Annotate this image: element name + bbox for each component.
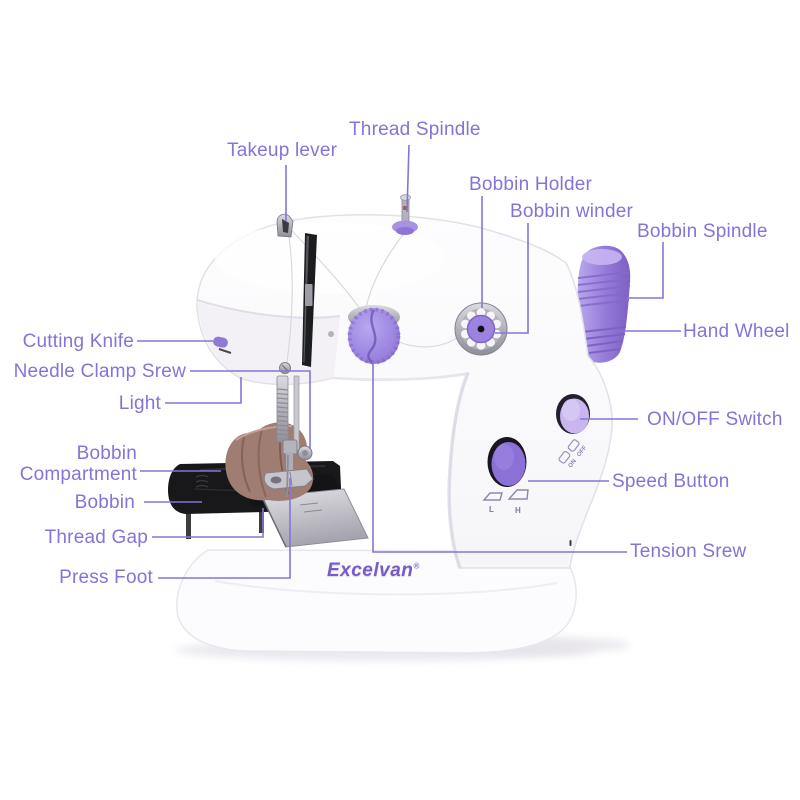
screw-slot [281, 364, 289, 372]
low-speed-marking: L [489, 505, 494, 514]
part-label-light: Light [118, 393, 161, 414]
part-label-on-off-switch: ON/OFF Switch [647, 409, 783, 430]
grip-lines [195, 474, 209, 488]
brand-logo-text: Excelvan [327, 560, 414, 581]
arm-underside-shade [332, 372, 467, 381]
clamp-block [282, 439, 298, 455]
leader-lines [137, 144, 681, 579]
part-label-thread-spindle: Thread Spindle [349, 119, 481, 140]
dial-groove [367, 309, 377, 364]
leader-thread-spindle [406, 144, 410, 213]
leader-tension-srew [372, 360, 627, 553]
thread-spindle-part [392, 194, 418, 235]
on-marking: ON [568, 458, 578, 469]
low-speed-icon [482, 492, 503, 501]
part-label-tension-srew: Tension Srew [630, 541, 747, 562]
machine-base [176, 549, 577, 654]
hand-wheel-highlight [582, 249, 622, 265]
leader-needle-clamp-srew [190, 370, 311, 449]
hand-wheel-part [577, 245, 631, 363]
part-label-hand-wheel: Hand Wheel [683, 321, 790, 342]
high-speed-marking: H [515, 506, 521, 515]
bar-spring [276, 388, 289, 436]
takeup-lever-part [276, 213, 294, 238]
part-label-bobbin-compartment: Bobbin Compartment [19, 443, 137, 485]
hand-wheel-grooves [581, 326, 627, 354]
cutting-knife-part [213, 336, 232, 354]
leader-bobbin-spindle [626, 242, 664, 299]
part-label-needle-clamp-srew: Needle Clamp Srew [13, 361, 186, 382]
off-icon [567, 439, 580, 452]
head-seam [196, 299, 341, 319]
part-label-press-foot: Press Foot [59, 567, 153, 588]
high-speed-icon [507, 489, 529, 500]
tension-screw-tip [569, 540, 572, 546]
part-label-bobbin-spindle: Bobbin Spindle [637, 221, 768, 242]
leader-thread-gap [152, 508, 264, 538]
pillar-crease [447, 372, 470, 569]
foot-shank [286, 452, 293, 470]
leader-bobbin-winder [495, 223, 529, 334]
leader-press-foot [158, 478, 291, 579]
part-label-cutting-knife: Cutting Knife [22, 331, 134, 352]
takeup-slot [302, 233, 317, 367]
brand-logo: Excelvan® [327, 560, 420, 582]
leader-light [165, 377, 242, 404]
speed-button-control[interactable] [487, 437, 527, 487]
part-label-bobbin-holder: Bobbin Holder [469, 174, 593, 195]
tension-dial [347, 305, 401, 365]
on-icon [558, 451, 571, 464]
needle-bar-assembly [263, 375, 314, 498]
presser-foot-part [263, 468, 314, 490]
speed-markings: L H [482, 489, 529, 515]
registered-mark: ® [413, 561, 420, 571]
thread-guide [328, 331, 334, 337]
part-label-bobbin-winder: Bobbin winder [510, 201, 634, 222]
part-label-thread-gap: Thread Gap [44, 527, 148, 548]
needle [286, 454, 289, 498]
dome-highlight [215, 222, 445, 294]
bobbin-winder-part [454, 302, 508, 356]
feed-dog [299, 502, 323, 513]
presser-bar [293, 375, 300, 451]
part-label-bobbin: Bobbin [74, 492, 135, 513]
on-off-switch-button[interactable] [556, 394, 590, 434]
part-label-takeup-lever: Takeup lever [227, 140, 338, 161]
bobbin-spindle-grooves [577, 271, 631, 307]
threads [285, 229, 460, 371]
needle-bar [276, 375, 289, 443]
dial-knurl [347, 307, 401, 365]
fabric [225, 422, 314, 501]
base-crease [214, 580, 558, 596]
part-label-speed-button: Speed Button [612, 471, 730, 492]
